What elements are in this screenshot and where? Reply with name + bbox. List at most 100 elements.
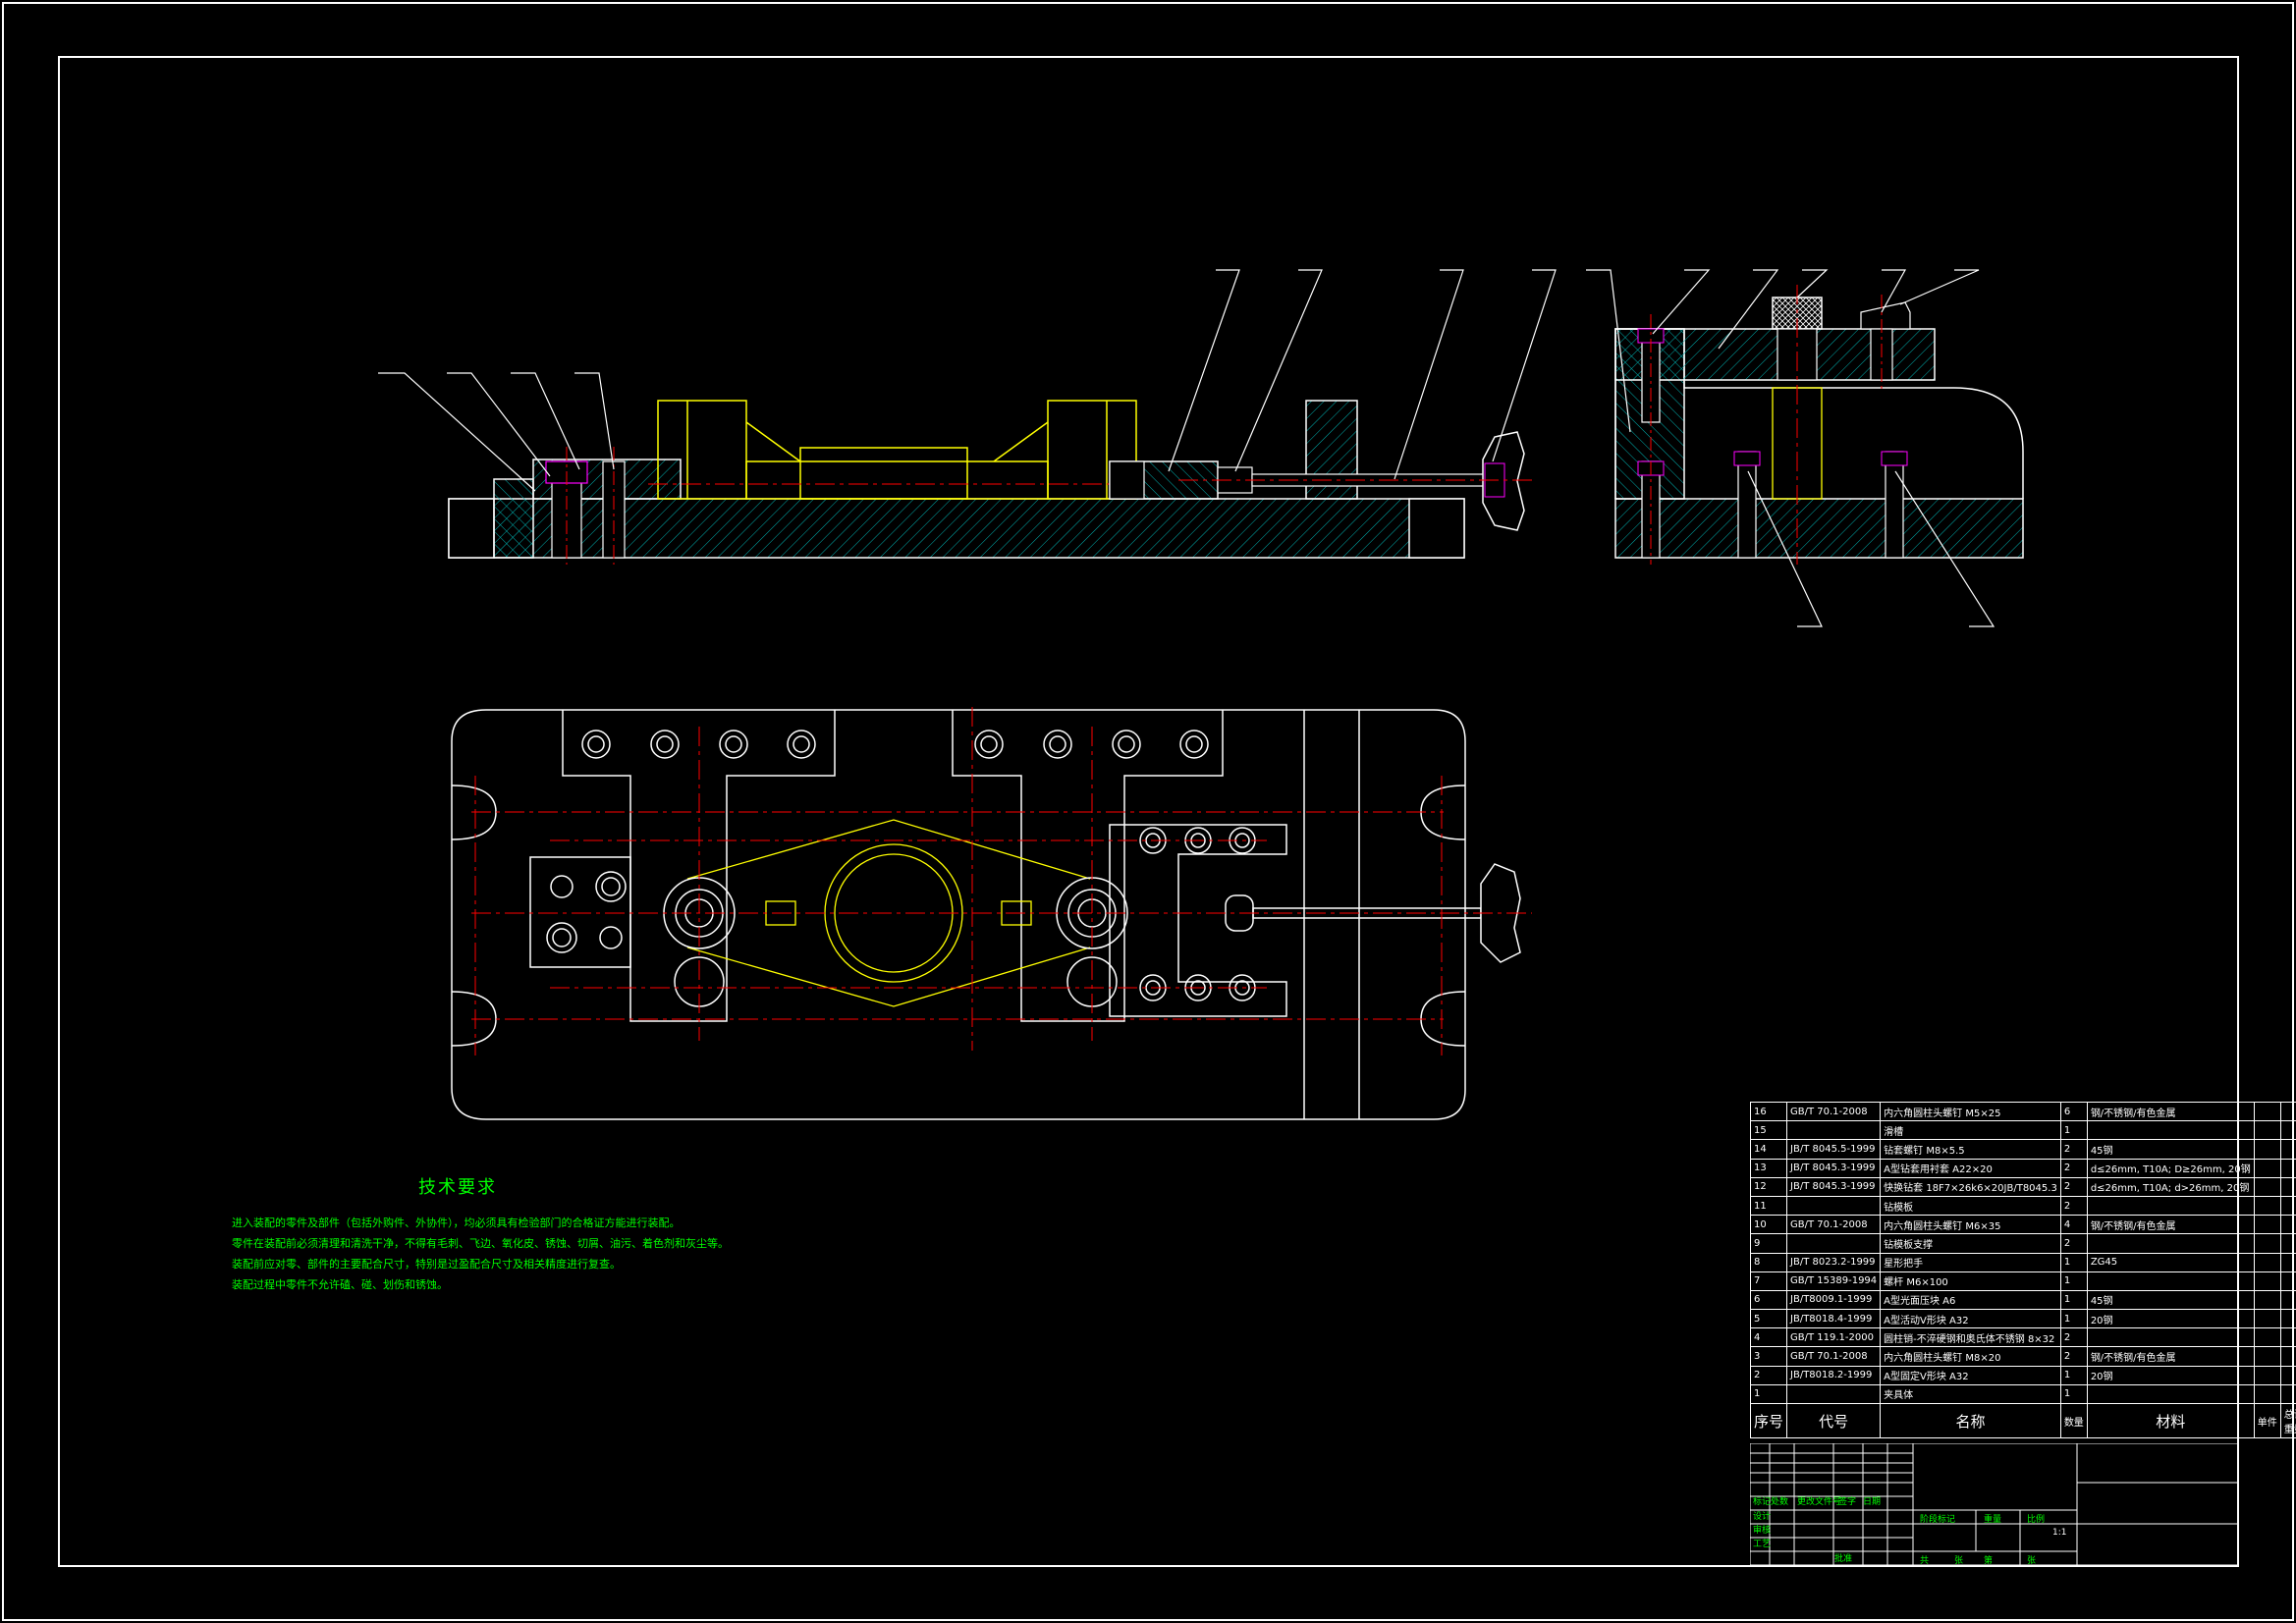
- tb-label-design: 设计: [1753, 1512, 1772, 1522]
- bom-cell-no: 15: [1749, 1120, 1788, 1141]
- bom-cell-name: 快换钻套 18F7×26k6×20JB/T8045.3: [1880, 1176, 2061, 1197]
- bom-cell-qty: 1: [2059, 1309, 2088, 1329]
- bom-cell-name: 圆柱销-不淬硬钢和奥氏体不锈钢 8×32: [1880, 1327, 2061, 1348]
- bom-cell-total-weight: [2279, 1139, 2296, 1160]
- tb-label-weight: 重量: [1984, 1515, 2002, 1525]
- bom-cell-unit-weight: [2253, 1195, 2281, 1217]
- bom-cell-qty: 4: [2059, 1215, 2088, 1235]
- bom-cell-material: 45钢: [2086, 1289, 2255, 1311]
- bom-cell-name: A型光面压块 A6: [1880, 1289, 2061, 1311]
- bom-cell-no: 3: [1749, 1346, 1788, 1367]
- bom-cell-material: 20钢: [2086, 1365, 2255, 1385]
- bom-cell-unit-weight: [2253, 1365, 2281, 1385]
- tb-label-mark: 标记: [1753, 1497, 1772, 1507]
- bom-cell-code: GB/T 15389-1994: [1786, 1271, 1882, 1291]
- bom-cell-qty: 1: [2059, 1365, 2088, 1385]
- bom-cell-no: 6: [1749, 1289, 1788, 1311]
- bom-cell-material: [2086, 1233, 2255, 1254]
- bom-header-weight: 重量: [2283, 1425, 2296, 1435]
- side-section-view: [1614, 285, 2024, 565]
- bom-cell-total-weight: [2279, 1158, 2296, 1178]
- bom-cell-name: A型钻套用衬套 A22×20: [1880, 1158, 2061, 1178]
- bom-cell-code: JB/T8018.2-1999: [1786, 1365, 1882, 1385]
- bom-cell-unit-weight: [2253, 1215, 2281, 1235]
- bom-cell-unit-weight: [2253, 1120, 2281, 1141]
- bom-cell-name: 钻模板: [1880, 1195, 2061, 1217]
- bom-cell-unit-weight: [2253, 1271, 2281, 1291]
- tb-scale-value: 1:1: [2052, 1528, 2067, 1538]
- bom-cell-no: 12: [1749, 1176, 1788, 1197]
- bom-cell-material: 20钢: [2086, 1309, 2255, 1329]
- bom-header-code: 代号: [1786, 1403, 1882, 1438]
- tb-label-total: 共: [1920, 1556, 1930, 1566]
- bom-cell-code: [1786, 1120, 1882, 1141]
- bom-cell-no: 11: [1749, 1195, 1788, 1217]
- bom-header-row: 序号 代号 名称 数量 材料 单件 总计重量 备注: [1749, 1403, 2296, 1438]
- bom-cell-total-weight: [2279, 1215, 2296, 1235]
- bom-cell-total-weight: [2279, 1309, 2296, 1329]
- bom-cell-name: A型活动V形块 A32: [1880, 1309, 2061, 1329]
- bom-cell-code: JB/T8009.1-1999: [1786, 1289, 1882, 1311]
- bom-cell-qty: 1: [2059, 1271, 2088, 1291]
- bom-cell-total-weight: [2279, 1120, 2296, 1141]
- bom-cell-material: [2086, 1120, 2255, 1141]
- bom-cell-name: 星形把手: [1880, 1252, 2061, 1272]
- tech-req-title: 技术要求: [418, 1177, 497, 1198]
- bom-cell-no: 5: [1749, 1309, 1788, 1329]
- leader-lines: [378, 269, 1995, 627]
- tb-label-change-doc: 更改文件号: [1797, 1497, 1842, 1507]
- tb-label-sheet: 张: [2027, 1556, 2037, 1566]
- bom-cell-qty: 2: [2059, 1327, 2088, 1348]
- bom-cell-no: 14: [1749, 1139, 1788, 1160]
- bom-cell-unit-weight: [2253, 1346, 2281, 1367]
- bom-header-qty: 数量: [2059, 1403, 2088, 1438]
- bom-cell-unit-weight: [2253, 1176, 2281, 1197]
- bom-cell-total-weight: [2279, 1233, 2296, 1254]
- bom-cell-material: [2086, 1327, 2255, 1348]
- bom-cell-name: 内六角圆柱头螺钉 M5×25: [1880, 1101, 2061, 1122]
- bom-cell-code: JB/T 8045.3-1999: [1786, 1158, 1882, 1178]
- bom-cell-total-weight: [2279, 1271, 2296, 1291]
- bom-cell-qty: 2: [2059, 1176, 2088, 1197]
- bom-cell-total-weight: [2279, 1176, 2296, 1197]
- bom-cell-name: 夹具体: [1880, 1383, 2061, 1405]
- bom-cell-unit-weight: [2253, 1158, 2281, 1178]
- tech-req-line-2: 零件在装配前必须清理和清洗干净，不得有毛刺、飞边、氧化皮、锈蚀、切屑、油污、着色…: [232, 1237, 729, 1250]
- bom-cell-no: 13: [1749, 1158, 1788, 1178]
- bom-cell-unit-weight: [2253, 1101, 2281, 1122]
- tb-label-sheet-no: 第: [1984, 1556, 1994, 1566]
- tb-label-scale: 比例: [2027, 1515, 2046, 1525]
- tb-label-sign: 签字: [1838, 1497, 1857, 1507]
- bom-cell-qty: 2: [2059, 1233, 2088, 1254]
- tb-label-review: 审核: [1753, 1526, 1772, 1536]
- bom-cell-material: d≤26mm, T10A; d>26mm, 20钢: [2086, 1176, 2255, 1197]
- bom-cell-no: 10: [1749, 1215, 1788, 1235]
- bom-cell-code: GB/T 70.1-2008: [1786, 1346, 1882, 1367]
- tech-req-line-1: 进入装配的零件及部件（包括外购件、外协件），均必须具有检验部门的合格证方能进行装…: [232, 1217, 681, 1229]
- bom-header-material: 材料: [2086, 1403, 2255, 1438]
- bom-cell-total-weight: [2279, 1346, 2296, 1367]
- bom-cell-code: GB/T 70.1-2008: [1786, 1101, 1882, 1122]
- bom-cell-qty: 1: [2059, 1120, 2088, 1141]
- bom-cell-material: 45钢: [2086, 1139, 2255, 1160]
- bom-cell-qty: 2: [2059, 1195, 2088, 1217]
- bom-cell-total-weight: [2279, 1195, 2296, 1217]
- bom-cell-unit-weight: [2253, 1252, 2281, 1272]
- bom-cell-material: 钢/不锈钢/有色金属: [2086, 1215, 2255, 1235]
- tech-req-line-4: 装配过程中零件不允许磕、碰、划伤和锈蚀。: [232, 1278, 448, 1291]
- bom-cell-unit-weight: [2253, 1309, 2281, 1329]
- bom-cell-material: 钢/不锈钢/有色金属: [2086, 1346, 2255, 1367]
- bom-cell-unit-weight: [2253, 1233, 2281, 1254]
- bom-cell-no: 2: [1749, 1365, 1788, 1385]
- bom-cell-qty: 6: [2059, 1101, 2088, 1122]
- bom-cell-qty: 2: [2059, 1346, 2088, 1367]
